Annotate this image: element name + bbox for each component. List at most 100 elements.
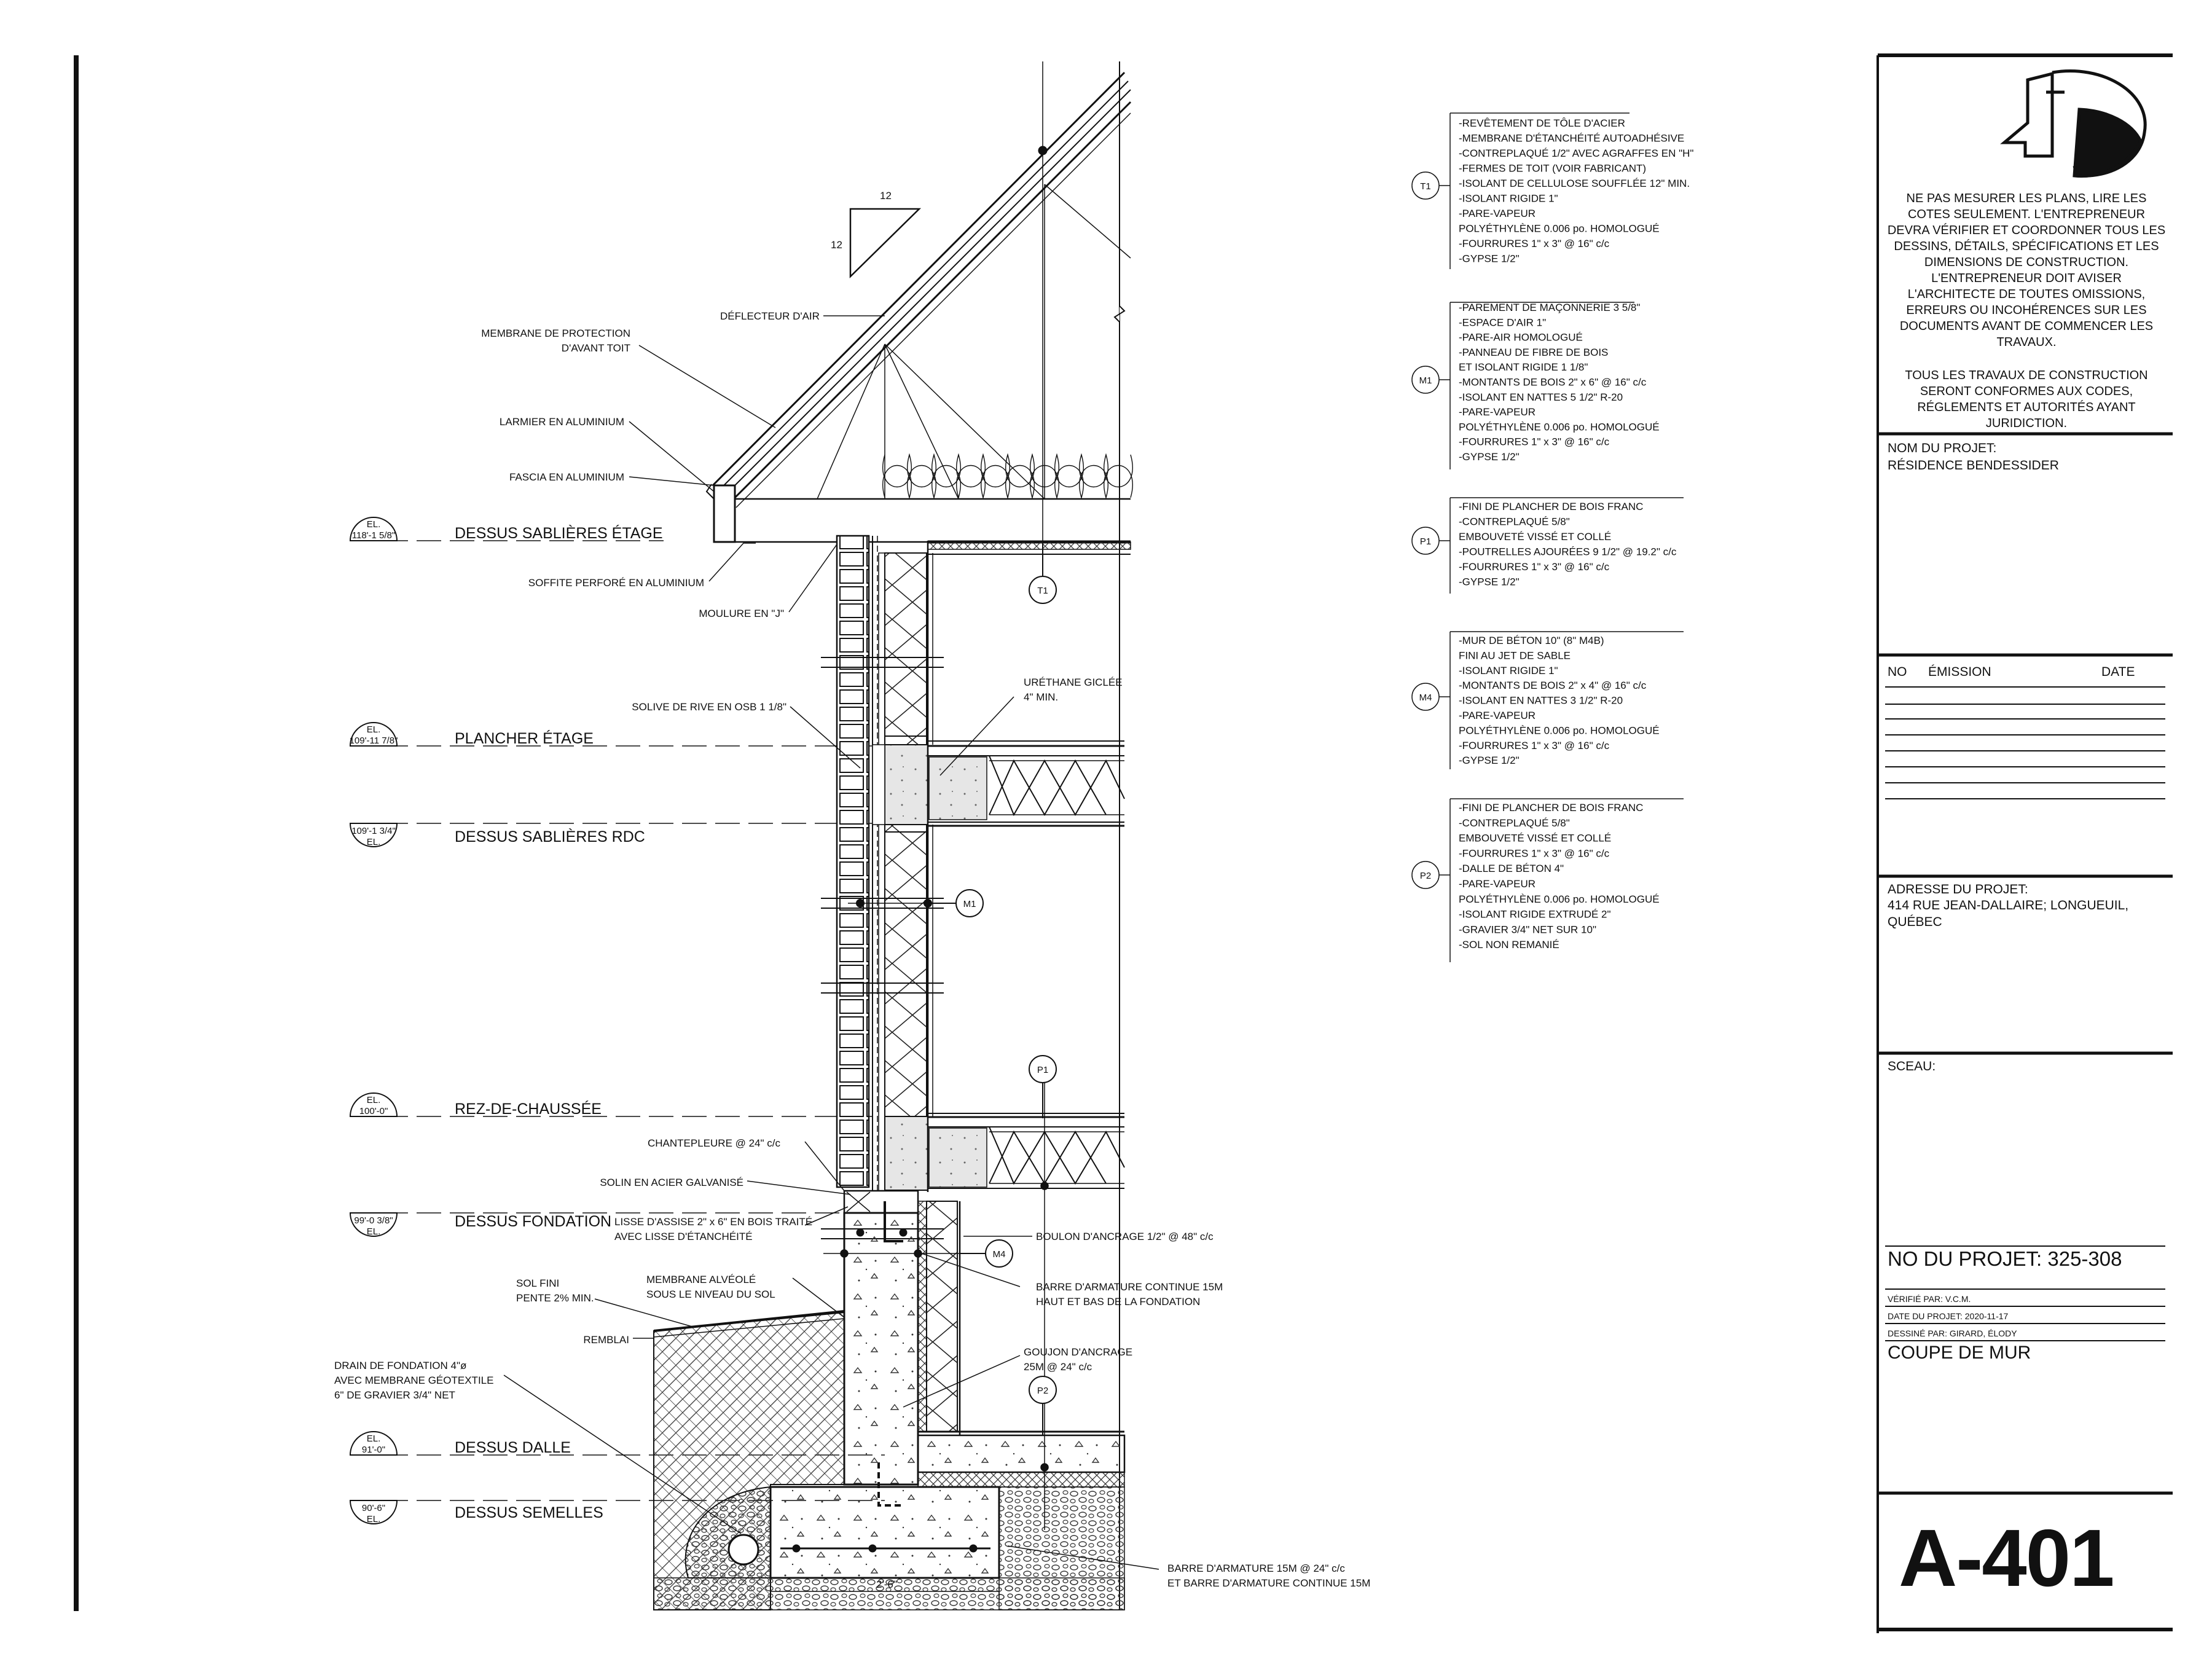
level-marker-2 — [349, 722, 885, 747]
schedule-T1-line: -FERMES DE TOIT (VOIR FABRICANT) — [1459, 163, 1646, 175]
slope-run: 12 — [880, 190, 892, 202]
schedule-M1-line: -ESPACE D'AIR 1" — [1459, 316, 1546, 328]
level-7-name: DESSUS SEMELLES — [455, 1504, 603, 1521]
schedule-M1-line: -PARE-AIR HOMOLOGUÉ — [1459, 332, 1583, 343]
project-number: NO DU PROJET: 325-308 — [1888, 1247, 2122, 1270]
rim-joist-upper — [884, 744, 928, 825]
address: 414 RUE JEAN-DALLAIRE; LONGUEUIL, QUÉBEC — [1888, 898, 2129, 929]
schedule-P1-tag: P1 — [1420, 536, 1431, 547]
level-4-name: REZ-DE-CHAUSSÉE — [455, 1100, 602, 1118]
verified-by: VÉRIFIÉ PAR: V.C.M. — [1888, 1294, 1971, 1304]
schedule-P1-line: -FOURRURES 1" x 3" @ 16" c/c — [1459, 561, 1610, 573]
assembly-schedules — [1411, 112, 1684, 962]
schedule-T1-line: POLYÉTHYLÈNE 0.006 po. HOMOLOGUÉ — [1459, 223, 1660, 235]
brick-veneer — [836, 535, 870, 1188]
level-1-el-val: 118'-1 5/8" — [352, 530, 395, 541]
schedule-P2-line: -FOURRURES 1" x 3" @ 16" c/c — [1459, 847, 1610, 859]
schedule-M1-line: -GYPSE 1/2" — [1459, 451, 1520, 463]
schedule-T1-tag: T1 — [1420, 181, 1431, 192]
level-5-name: DESSUS FONDATION — [455, 1213, 611, 1230]
level-marker-1 — [349, 517, 664, 541]
schedule-M1-tag: M1 — [1419, 375, 1432, 386]
wall-tag-P2-text: P2 — [1037, 1386, 1048, 1396]
wall-tag-M1 — [928, 889, 984, 917]
foundation — [653, 1190, 1126, 1610]
wall-batt-upper — [884, 552, 927, 745]
right-leaders — [823, 315, 1159, 1570]
schedule-P1-line: -GYPSE 1/2" — [1459, 576, 1520, 588]
schedule-M1-line: -MONTANTS DE BOIS 2" x 6" @ 16" c/c — [1459, 377, 1647, 388]
cellulose-insulation — [882, 465, 1133, 500]
foundation-centerlines — [823, 1069, 1049, 1530]
schedule-M4 — [1411, 631, 1684, 769]
sill-plate — [843, 1190, 919, 1214]
schedule-M4-line: -FOURRURES 1" x 3" @ 16" c/c — [1459, 740, 1610, 751]
basement-wall-batt — [926, 1201, 958, 1432]
project-name-label: NOM DU PROJET: — [1888, 441, 1997, 455]
soffite-label: SOFFITE PERFORÉ EN ALUMINIUM — [528, 577, 704, 589]
schedule-T1-line: -FOURRURES 1" x 3" @ 16" c/c — [1459, 238, 1610, 249]
wall-tags — [928, 541, 1057, 1435]
title-block-frame — [1877, 53, 2173, 1633]
schedule-M1 — [1411, 302, 1634, 469]
level-4-el-val: 100'-0" — [359, 1106, 388, 1116]
schedule-P2-line: -SOL NON REMANIÉ — [1459, 939, 1559, 951]
schedule-M4-line: -PARE-VAPEUR — [1459, 710, 1535, 721]
foundation-wall — [843, 1212, 919, 1486]
level-7-el-val: EL. — [367, 1514, 381, 1524]
schedule-P1 — [1411, 497, 1684, 594]
schedule-P2-line: -FINI DE PLANCHER DE BOIS FRANC — [1459, 802, 1643, 814]
schedule-T1-line: -ISOLANT RIGIDE 1" — [1459, 193, 1558, 205]
schedule-M1-line: -PAREMENT DE MAÇONNERIE 3 5/8" — [1459, 302, 1640, 313]
rim-joist-lower — [884, 1116, 928, 1191]
emission-col-no: NO — [1888, 665, 1907, 679]
schedule-P1-line: -FINI DE PLANCHER DE BOIS FRANC — [1459, 501, 1643, 512]
firm-logo — [2000, 69, 2147, 178]
schedule-M1-line: -ISOLANT EN NATTES 5 1/2" R-20 — [1459, 391, 1623, 403]
schedule-P2-line: -CONTREPLAQUÉ 5/8" — [1459, 817, 1570, 829]
solive-label: SOLIVE DE RIVE EN OSB 1 1/8" — [632, 701, 786, 713]
schedule-P2-line: -GRAVIER 3/4" NET SUR 10" — [1459, 924, 1596, 935]
level-1-name: DESSUS SABLIÈRES ÉTAGE — [455, 524, 663, 542]
schedule-M1-line: -PARE-VAPEUR — [1459, 406, 1535, 418]
schedule-P1-line: -CONTREPLAQUÉ 5/8" — [1459, 516, 1570, 528]
left-labels: LARMIER EN ALUMINIUM FASCIA EN ALUMINIUM… — [500, 416, 786, 1346]
level-5-el-val: EL. — [367, 1226, 381, 1237]
drawn-by: DESSINÉ PAR: GIRARD, ÉLODY — [1888, 1328, 2017, 1338]
foundation-drain — [728, 1534, 759, 1566]
footing-width-label: 2'-6" — [876, 1579, 897, 1590]
remblai-label: REMBLAI — [583, 1334, 629, 1346]
larmier-label: LARMIER EN ALUMINIUM — [500, 416, 624, 428]
level-marker-5 — [349, 1212, 854, 1237]
schedule-P2-line: -ISOLANT RIGIDE EXTRUDÉ 2" — [1459, 909, 1611, 920]
schedule-T1-line: -REVÊTEMENT DE TÔLE D'ACIER — [1459, 117, 1625, 129]
level-5-el-top: 99'-0 3/8" — [354, 1215, 393, 1226]
schedule-M4-tag: M4 — [1419, 692, 1432, 703]
boulon-label: BOULON D'ANCRAGE 1/2" @ 48" c/c — [1036, 1231, 1214, 1242]
level-3-name: DESSUS SABLIÈRES RDC — [455, 828, 645, 845]
schedule-P1-line: EMBOUVETÉ VISSÉ ET COLLÉ — [1459, 531, 1611, 543]
seal-label: SCEAU: — [1888, 1059, 1936, 1073]
left-leaders — [503, 345, 861, 1534]
wall-tag-text: T1 M1 P1 M4 P2 — [963, 586, 1049, 1396]
disclaimer-note: NE PAS MESURER LES PLANS, LIRE LES COTES… — [1887, 192, 2166, 349]
wall-batt-lower — [884, 824, 927, 1117]
level-marker-4 — [349, 1092, 885, 1117]
schedule-M1-line: -FOURRURES 1" x 3" @ 16" c/c — [1459, 436, 1610, 448]
level-2-name: PLANCHER ÉTAGE — [455, 729, 594, 747]
schedule-P2-line: -PARE-VAPEUR — [1459, 878, 1535, 890]
open-web-joist-upper — [989, 755, 1125, 817]
project-name: RÉSIDENCE BENDESSIDER — [1888, 458, 2059, 473]
schedule-T1-line: -PARE-VAPEUR — [1459, 208, 1535, 219]
schedule-P2-tag: P2 — [1420, 871, 1431, 881]
schedule-P2-line: POLYÉTHYLÈNE 0.006 po. HOMOLOGUÉ — [1459, 893, 1660, 905]
schedule-M4-line: -MUR DE BÉTON 10" (8" M4B) — [1459, 635, 1604, 646]
